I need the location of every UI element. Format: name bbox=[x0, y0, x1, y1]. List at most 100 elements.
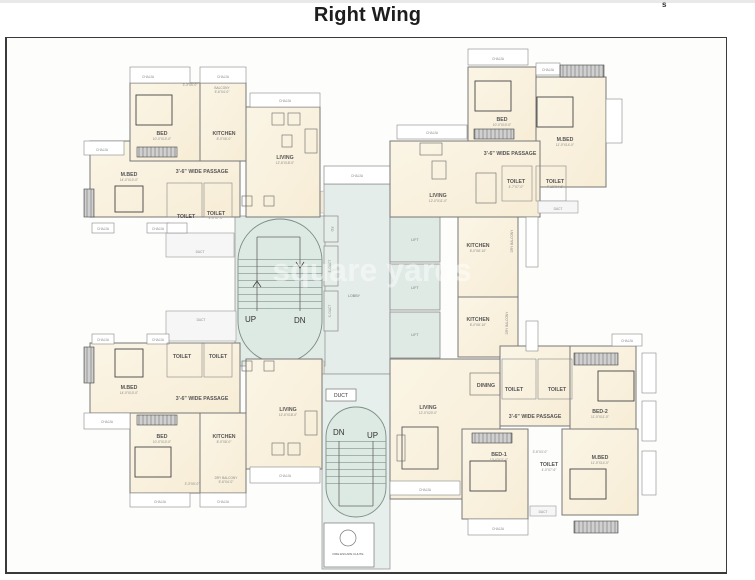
flat4-bed-label: BED bbox=[157, 434, 168, 440]
lobby-label: LOBBY bbox=[348, 294, 361, 298]
core: LOBBY CHAJJA UP DN F.D E. DUCT S. DUCT L… bbox=[234, 165, 441, 570]
svg-text:CHAJJA: CHAJJA bbox=[542, 68, 555, 72]
svg-text:4'-0"X7'-0": 4'-0"X7'-0" bbox=[209, 216, 224, 220]
svg-text:CHAJJA: CHAJJA bbox=[419, 488, 432, 492]
svg-text:3'-6"X3'-0": 3'-6"X3'-0" bbox=[533, 450, 548, 454]
svg-text:11'-0"X11'-0": 11'-0"X11'-0" bbox=[591, 415, 609, 419]
svg-text:CHAJJA: CHAJJA bbox=[217, 75, 230, 79]
svg-text:CHAJJA: CHAJJA bbox=[97, 338, 110, 342]
fd-label: F.D bbox=[330, 227, 334, 232]
flat-top-left: CHAJJA CHAJJA CHAJJA CHAJJA BED 10'-0"X1… bbox=[83, 66, 321, 258]
e-duct-label: E. DUCT bbox=[328, 260, 332, 273]
svg-text:DRY BALCONY: DRY BALCONY bbox=[215, 476, 239, 480]
svg-text:TOILET: TOILET bbox=[507, 179, 526, 185]
svg-text:CHAJJA: CHAJJA bbox=[97, 227, 110, 231]
flat-top-right: CHAJJA CHAJJA CHAJJA BED 10'-0"X10'-0" M… bbox=[389, 48, 623, 298]
svg-text:3'-3"X5'-0": 3'-3"X5'-0" bbox=[183, 83, 198, 87]
svg-text:TOILET: TOILET bbox=[548, 387, 567, 393]
page-title: Right Wing bbox=[313, 4, 422, 26]
corner-mark: s bbox=[662, 0, 667, 9]
svg-text:CHAJJA: CHAJJA bbox=[492, 57, 505, 61]
flat4-living-label: LIVING bbox=[279, 407, 296, 413]
svg-text:TOILET: TOILET bbox=[207, 211, 226, 217]
flat3-living-label: LIVING bbox=[419, 405, 436, 411]
svg-text:CHAJJA: CHAJJA bbox=[621, 339, 634, 343]
fire-chute-label: FIRE ESCAPE CHUTE bbox=[332, 552, 363, 556]
svg-text:TOILET: TOILET bbox=[177, 214, 196, 220]
flat2-passage-label: 3'-6" WIDE PASSAGE bbox=[484, 151, 537, 157]
svg-text:CHAJJA: CHAJJA bbox=[142, 75, 155, 79]
svg-text:CHAJJA: CHAJJA bbox=[351, 174, 364, 178]
svg-text:CHAJJA: CHAJJA bbox=[96, 148, 109, 152]
floor-plan-frame: LOBBY CHAJJA UP DN F.D E. DUCT S. DUCT L… bbox=[5, 37, 727, 574]
flat2-bed-label: BED bbox=[497, 117, 508, 123]
flat1-kitchen-label: KITCHEN bbox=[212, 131, 235, 137]
flat2-living-label: LIVING bbox=[429, 193, 446, 199]
svg-text:10'-0"X10'-0": 10'-0"X10'-0" bbox=[493, 123, 511, 127]
svg-text:10'-0"X10'-0": 10'-0"X10'-0" bbox=[153, 440, 171, 444]
svg-text:11'-0"X14'-0": 11'-0"X14'-0" bbox=[556, 143, 574, 147]
svg-text:8'-0"X8'-0": 8'-0"X8'-0" bbox=[217, 440, 232, 444]
svg-text:8'-0"X8'-10": 8'-0"X8'-10" bbox=[470, 249, 487, 253]
flat2-kitchen-label: KITCHEN bbox=[466, 243, 489, 249]
svg-text:CHAJJA: CHAJJA bbox=[492, 527, 505, 531]
flat1-living-label: LIVING bbox=[276, 155, 293, 161]
svg-text:CHAJJA: CHAJJA bbox=[217, 500, 230, 504]
svg-text:CHAJJA: CHAJJA bbox=[279, 99, 292, 103]
floor-plan: LOBBY CHAJJA UP DN F.D E. DUCT S. DUCT L… bbox=[83, 48, 657, 570]
svg-text:12'-0"X20'-0": 12'-0"X20'-0" bbox=[419, 411, 437, 415]
flat3-bed2-label: BED-2 bbox=[592, 409, 608, 415]
svg-text:14'-0"X10'-0": 14'-0"X10'-0" bbox=[120, 391, 138, 395]
flat3-passage-label: 3'-6" WIDE PASSAGE bbox=[509, 414, 562, 420]
flat1-passage-label: 3'-6" WIDE PASSAGE bbox=[176, 169, 229, 175]
svg-text:CHAJJA: CHAJJA bbox=[279, 474, 292, 478]
svg-text:8'-0"X8'-0": 8'-0"X8'-0" bbox=[217, 137, 232, 141]
svg-text:14'-0"X10'-0": 14'-0"X10'-0" bbox=[120, 178, 138, 182]
svg-text:LIFT: LIFT bbox=[411, 286, 419, 290]
svg-text:12'-0"X11'-0": 12'-0"X11'-0" bbox=[429, 199, 447, 203]
svg-text:8'-0"X8'-10": 8'-0"X8'-10" bbox=[470, 323, 487, 327]
flat3-dining-label: DINING bbox=[477, 383, 495, 389]
flat3-mbed-label: M.BED bbox=[592, 455, 609, 461]
svg-text:12'-6"X18'-0": 12'-6"X18'-0" bbox=[279, 413, 297, 417]
svg-text:10'-0"X11'-0": 10'-0"X11'-0" bbox=[490, 458, 508, 462]
top-strip bbox=[0, 0, 755, 3]
svg-text:12'-6"X18'-0": 12'-6"X18'-0" bbox=[276, 161, 294, 165]
stair-dn-label: DN bbox=[294, 316, 306, 325]
svg-text:CHAJJA: CHAJJA bbox=[426, 131, 439, 135]
svg-text:TOILET: TOILET bbox=[173, 354, 192, 360]
svg-text:11'-0"X14'-0": 11'-0"X14'-0" bbox=[591, 461, 609, 465]
svg-text:DUCT: DUCT bbox=[196, 250, 205, 254]
lift-2 bbox=[389, 263, 441, 311]
svg-text:5'-6"X4'-0": 5'-6"X4'-0" bbox=[219, 480, 234, 484]
flat4-passage-label: 3'-6" WIDE PASSAGE bbox=[176, 396, 229, 402]
lift-3 bbox=[389, 311, 441, 359]
svg-text:TOILET: TOILET bbox=[540, 462, 559, 468]
lower-stair-up-label: UP bbox=[367, 431, 378, 440]
svg-text:LIFT: LIFT bbox=[411, 333, 419, 337]
svg-text:TOILET: TOILET bbox=[209, 354, 228, 360]
flat4-kitchen-label: KITCHEN bbox=[212, 434, 235, 440]
s-duct-label: S. DUCT bbox=[328, 305, 332, 318]
svg-text:CHAJJA: CHAJJA bbox=[154, 500, 167, 504]
flat3-bed1-label: BED-1 bbox=[491, 452, 507, 458]
svg-text:BALCONY: BALCONY bbox=[214, 86, 230, 90]
svg-text:3'-3"X5'-0": 3'-3"X5'-0" bbox=[185, 482, 200, 486]
flat1-bed-label: BED bbox=[157, 131, 168, 137]
svg-text:CHAJJA: CHAJJA bbox=[152, 338, 165, 342]
svg-text:7'-10"X4'-6": 7'-10"X4'-6" bbox=[547, 185, 564, 189]
svg-text:LIFT: LIFT bbox=[411, 238, 419, 242]
lower-stair-dn-label: DN bbox=[333, 428, 345, 437]
svg-text:CHAJJA: CHAJJA bbox=[101, 420, 114, 424]
svg-text:DUCT: DUCT bbox=[197, 318, 206, 322]
stair-up-label: UP bbox=[245, 315, 256, 324]
flat2-mbed-label: M.BED bbox=[557, 137, 574, 143]
flat-bottom-right: CHAJJA CHAJJA CHAJJA KITCHEN 8'-0"X8'-10… bbox=[389, 296, 657, 536]
flat4-mbed-label: M.BED bbox=[121, 385, 138, 391]
svg-text:DRY BALCONY: DRY BALCONY bbox=[505, 311, 509, 335]
flat3-kitchen-label: KITCHEN bbox=[466, 317, 489, 323]
watermark: square yards bbox=[272, 252, 471, 288]
svg-text:CHAJJA: CHAJJA bbox=[152, 227, 165, 231]
svg-text:DRY BALCONY: DRY BALCONY bbox=[510, 229, 514, 253]
svg-text:4'-7"X7'-0": 4'-7"X7'-0" bbox=[509, 185, 524, 189]
